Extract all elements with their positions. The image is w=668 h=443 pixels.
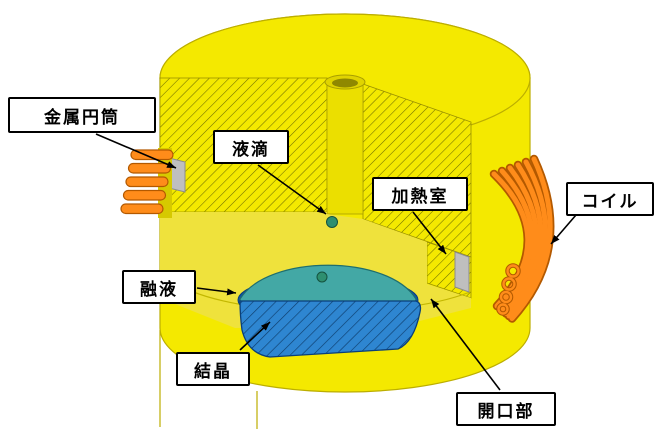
coil-right-end-curls: [496, 263, 521, 316]
arrow-heating-chamber: [412, 211, 447, 255]
arrow-crystal: [239, 321, 271, 351]
crystal-front-face: [239, 300, 422, 358]
falling-droplet: [326, 216, 338, 228]
metal-cylinder-right-section: [454, 251, 470, 293]
coil-left-tubes: [120, 149, 174, 215]
label-opening: 開口部: [456, 392, 556, 426]
label-metal-cylinder-text: 金属円筒: [44, 107, 120, 127]
label-crystal: 結晶: [176, 352, 250, 386]
label-heating-chamber-text: 加熱室: [391, 186, 449, 206]
arrow-droplet: [257, 164, 327, 215]
arrow-metal-cylinder: [95, 133, 177, 169]
arrow-coil: [550, 214, 577, 245]
nozzle-shaft-channel: [326, 81, 364, 215]
label-melt-text: 融液: [140, 279, 178, 299]
coil-right-strands: [491, 156, 553, 321]
label-droplet: 液滴: [213, 130, 289, 164]
label-metal-cylinder: 金属円筒: [8, 97, 156, 133]
label-coil-text: コイル: [581, 191, 639, 211]
label-droplet-text: 液滴: [232, 139, 270, 159]
arrow-opening: [430, 298, 501, 391]
label-heating-chamber: 加熱室: [372, 177, 468, 211]
nozzle-hole-opening: [332, 78, 358, 88]
label-opening-text: 開口部: [477, 401, 535, 421]
leader-arrows: [95, 133, 577, 391]
arrow-melt: [196, 287, 237, 296]
label-crystal-text: 結晶: [194, 361, 232, 381]
label-coil: コイル: [566, 182, 654, 216]
label-melt: 融液: [122, 270, 196, 304]
melt-surface-droplet: [316, 271, 328, 283]
